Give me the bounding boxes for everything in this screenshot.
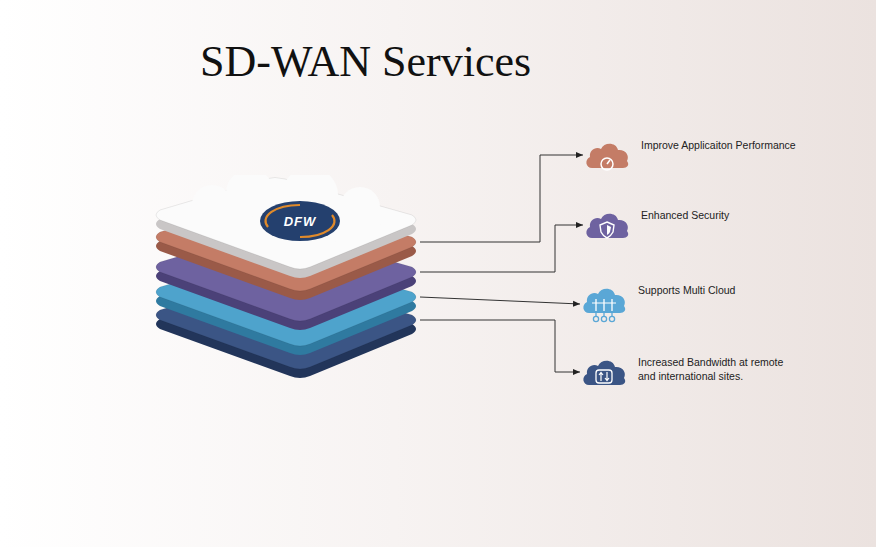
service-label: Supports Multi Cloud — [638, 283, 735, 297]
service-label: Improve Applicaiton Performance — [641, 138, 796, 152]
service-item: Improve Applicaiton Performance — [583, 138, 796, 172]
cloud-stack-illustration — [150, 175, 420, 387]
leader-connector — [420, 155, 583, 242]
service-item: Enhanced Security — [583, 208, 729, 242]
leader-connector — [420, 297, 580, 304]
service-label: Enhanced Security — [641, 208, 729, 222]
cloud-icon — [583, 208, 631, 242]
cloud-stack: DFW — [150, 175, 420, 387]
service-label: Increased Bandwidth at remote and intern… — [638, 355, 803, 383]
service-item: Increased Bandwidth at remote and intern… — [580, 355, 803, 389]
logo-text: DFW — [284, 214, 317, 229]
service-item: Supports Multi Cloud — [580, 283, 735, 325]
cloud-icon — [580, 283, 628, 325]
leader-connector — [420, 320, 580, 372]
cloud-icon — [580, 355, 628, 389]
leader-connector — [420, 225, 583, 272]
title: SD-WAN Services — [200, 36, 531, 87]
cloud-icon — [583, 138, 631, 172]
